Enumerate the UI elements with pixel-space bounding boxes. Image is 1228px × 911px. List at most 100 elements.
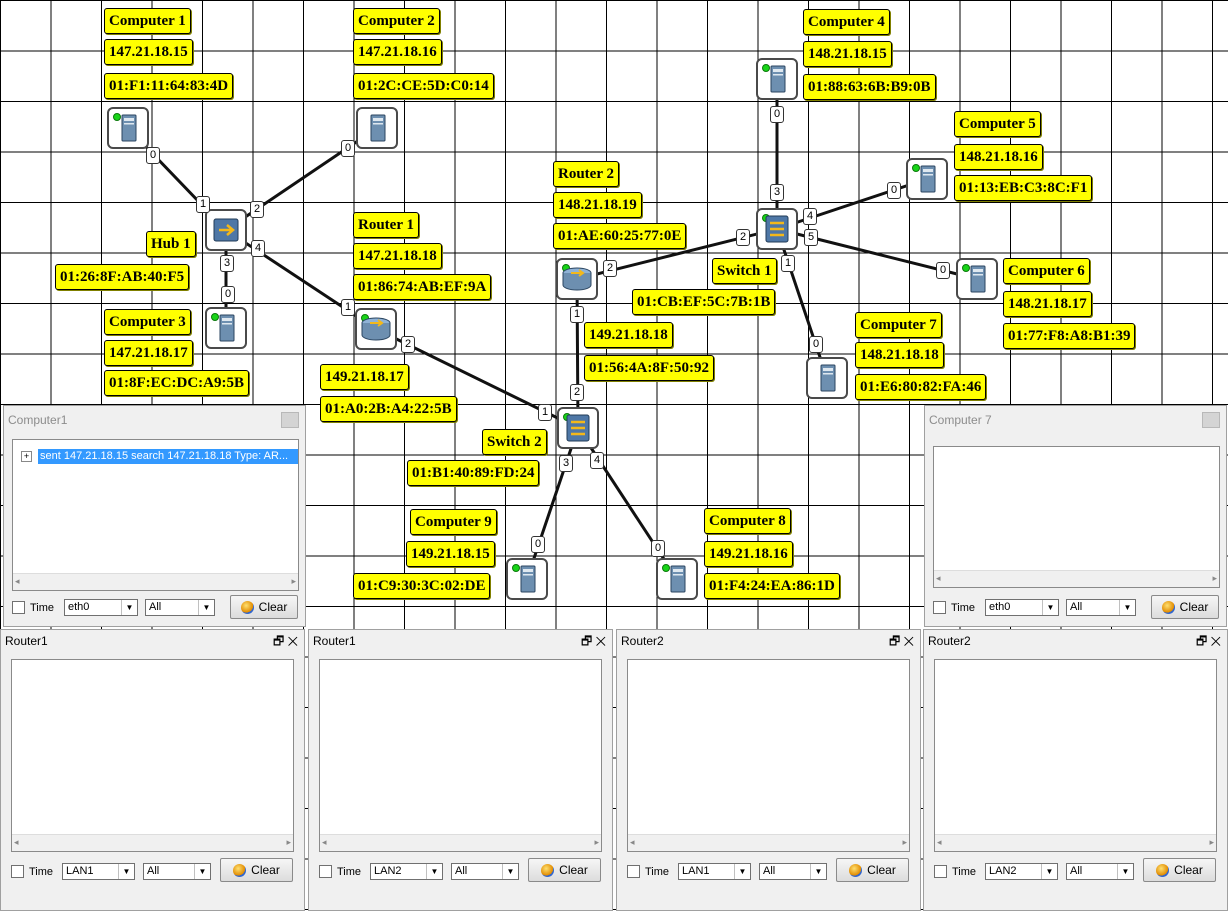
computer3-node[interactable]	[205, 307, 247, 349]
panel-window-buttons[interactable]: 🗗 ✕	[889, 632, 914, 653]
computer2-port[interactable]: 0	[341, 140, 355, 157]
scroll-right-icon[interactable]: ▸	[902, 837, 907, 847]
close-icon[interactable]: ✕	[287, 634, 298, 648]
router2-port-1[interactable]: 1	[570, 306, 584, 323]
link-router2-switch2[interactable]	[575, 277, 580, 430]
switch1-node[interactable]	[756, 208, 798, 250]
time-checkbox[interactable]: Time	[934, 865, 976, 878]
computer5-node[interactable]	[906, 158, 948, 200]
computer9-node[interactable]	[506, 558, 548, 600]
filter-select[interactable]: All▼	[1066, 599, 1136, 616]
hub1-port-3[interactable]: 3	[220, 255, 234, 272]
interface-select[interactable]: LAN2▼	[370, 863, 443, 880]
checkbox-box[interactable]	[12, 601, 25, 614]
close-icon[interactable]: ✕	[595, 634, 606, 648]
interface-select[interactable]: LAN2▼	[985, 863, 1058, 880]
computer1-log-list[interactable]: + sent 147.21.18.15 search 147.21.18.18 …	[12, 439, 299, 591]
router1-port-2[interactable]: 2	[401, 336, 415, 353]
close-icon[interactable]: ✕	[903, 634, 914, 648]
restore-icon[interactable]: 🗗	[273, 634, 285, 648]
time-checkbox[interactable]: Time	[12, 601, 54, 614]
router1-node[interactable]	[355, 308, 397, 350]
horizontal-scrollbar[interactable]: ◂▸	[13, 573, 298, 590]
log-entry[interactable]: + sent 147.21.18.15 search 147.21.18.18 …	[21, 448, 298, 464]
scroll-right-icon[interactable]: ▸	[291, 576, 296, 586]
scroll-left-icon[interactable]: ◂	[937, 837, 942, 847]
router2-lan2-panel[interactable]: Router2 🗗 ✕ ◂▸ Time LAN2▼ All▼ Clear	[923, 629, 1228, 911]
switch1-port-5[interactable]: 5	[804, 229, 818, 246]
router1-lan2-log-list[interactable]: ◂▸	[319, 659, 602, 852]
time-checkbox[interactable]: Time	[933, 601, 975, 614]
time-checkbox[interactable]: Time	[319, 865, 361, 878]
scroll-left-icon[interactable]: ◂	[15, 576, 20, 586]
link-computer9-switch2[interactable]	[525, 426, 580, 581]
computer7-log-panel[interactable]: Computer 7 ◂▸ Time eth0▼ All▼ Clear	[924, 405, 1227, 627]
switch1-port-4[interactable]: 4	[803, 208, 817, 225]
link-computer5-switch1[interactable]	[775, 177, 929, 231]
router2-lan1-log-list[interactable]: ◂▸	[627, 659, 910, 852]
panel-close-button[interactable]	[281, 412, 299, 428]
computer6-port[interactable]: 0	[936, 262, 950, 279]
clear-button[interactable]: Clear	[1151, 595, 1219, 619]
time-checkbox[interactable]: Time	[627, 865, 669, 878]
switch1-port-2[interactable]: 2	[736, 229, 750, 246]
interface-select[interactable]: eth0▼	[985, 599, 1059, 616]
checkbox-box[interactable]	[934, 865, 947, 878]
restore-icon[interactable]: 🗗	[1196, 634, 1208, 648]
router1-lan1-log-list[interactable]: ◂▸	[11, 659, 294, 852]
computer9-port[interactable]: 0	[531, 536, 545, 553]
router2-lan2-log-list[interactable]: ◂▸	[934, 659, 1217, 852]
horizontal-scrollbar[interactable]: ◂▸	[320, 834, 601, 851]
computer1-port[interactable]: 0	[146, 147, 160, 164]
checkbox-box[interactable]	[933, 601, 946, 614]
computer5-port[interactable]: 0	[887, 182, 901, 199]
scroll-right-icon[interactable]: ▸	[1212, 573, 1217, 583]
clear-button[interactable]: Clear	[836, 858, 909, 882]
switch1-port-3[interactable]: 3	[770, 184, 784, 201]
switch2-port-1[interactable]: 1	[538, 404, 552, 421]
horizontal-scrollbar[interactable]: ◂▸	[934, 570, 1219, 587]
switch2-port-4[interactable]: 4	[590, 452, 604, 469]
hub1-node[interactable]	[205, 209, 247, 251]
panel-window-buttons[interactable]: 🗗 ✕	[1196, 632, 1221, 653]
clear-button[interactable]: Clear	[230, 595, 298, 619]
computer3-port[interactable]: 0	[221, 286, 235, 303]
switch2-port-3[interactable]: 3	[559, 455, 573, 472]
interface-select[interactable]: LAN1▼	[62, 863, 135, 880]
computer1-node[interactable]	[107, 107, 149, 149]
filter-select[interactable]: All▼	[1066, 863, 1134, 880]
horizontal-scrollbar[interactable]: ◂▸	[628, 834, 909, 851]
horizontal-scrollbar[interactable]: ◂▸	[935, 834, 1216, 851]
computer1-log-panel[interactable]: Computer1 + sent 147.21.18.15 search 147…	[3, 405, 306, 627]
router2-port-2[interactable]: 2	[603, 260, 617, 277]
panel-close-button[interactable]	[1202, 412, 1220, 428]
scroll-left-icon[interactable]: ◂	[14, 837, 19, 847]
scroll-right-icon[interactable]: ▸	[1209, 837, 1214, 847]
clear-button[interactable]: Clear	[528, 858, 601, 882]
panel-window-buttons[interactable]: 🗗 ✕	[581, 632, 606, 653]
expand-icon[interactable]: +	[21, 450, 32, 462]
scroll-left-icon[interactable]: ◂	[936, 573, 941, 583]
horizontal-scrollbar[interactable]: ◂▸	[12, 834, 293, 851]
interface-select[interactable]: LAN1▼	[678, 863, 751, 880]
hub1-port-1[interactable]: 1	[196, 196, 210, 213]
computer7-log-list[interactable]: ◂▸	[933, 446, 1220, 588]
restore-icon[interactable]: 🗗	[581, 634, 593, 648]
switch2-port-2[interactable]: 2	[570, 384, 584, 401]
filter-select[interactable]: All▼	[143, 863, 211, 880]
scroll-right-icon[interactable]: ▸	[286, 837, 291, 847]
filter-select[interactable]: All▼	[451, 863, 519, 880]
checkbox-box[interactable]	[11, 865, 24, 878]
hub1-port-4[interactable]: 4	[251, 240, 265, 257]
computer7-port[interactable]: 0	[809, 336, 823, 353]
switch2-node[interactable]	[557, 407, 599, 449]
router2-lan1-panel[interactable]: Router2 🗗 ✕ ◂▸ Time LAN1▼ All▼ Clear	[616, 629, 921, 911]
computer8-node[interactable]	[656, 558, 698, 600]
router2-node[interactable]	[556, 258, 598, 300]
computer6-node[interactable]	[956, 258, 998, 300]
time-checkbox[interactable]: Time	[11, 865, 53, 878]
hub1-port-2[interactable]: 2	[250, 201, 264, 218]
checkbox-box[interactable]	[627, 865, 640, 878]
link-computer7-switch1[interactable]	[775, 227, 829, 380]
router1-lan1-panel[interactable]: Router1 🗗 ✕ ◂▸ Time LAN1▼ All▼ Clear	[0, 629, 305, 911]
